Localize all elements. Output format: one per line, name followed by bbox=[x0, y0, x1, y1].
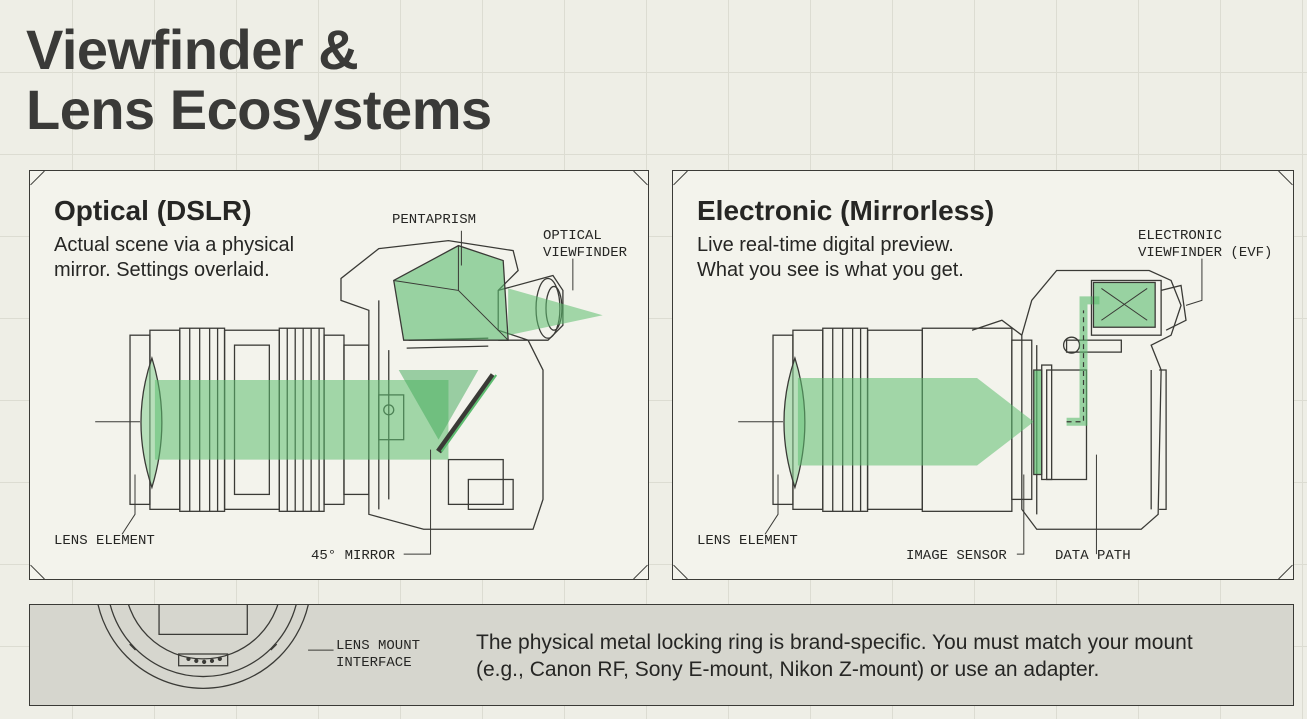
data-path-trace bbox=[1066, 296, 1100, 426]
optical-description: Actual scene via a physical mirror. Sett… bbox=[54, 233, 374, 283]
optical-viewfinder-label-line-2: VIEWFINDER bbox=[543, 245, 628, 261]
image-sensor-shape bbox=[1033, 369, 1043, 476]
optical-heading: Optical (DSLR) bbox=[54, 195, 252, 226]
dslr-lens-element-label: LENS ELEMENT bbox=[54, 533, 155, 549]
mirrorless-camera-diagram bbox=[673, 171, 1293, 579]
pentaprism-shape bbox=[393, 244, 509, 341]
lens-mount-note: The physical metal locking ring is brand… bbox=[476, 629, 1266, 683]
image-sensor-label: IMAGE SENSOR bbox=[906, 548, 1007, 564]
optical-desc-line-2: mirror. Settings overlaid. bbox=[54, 259, 270, 281]
lens-mount-label-line-1: LENS MOUNT bbox=[336, 638, 421, 654]
evf-label-line-1: ELECTRONIC bbox=[1138, 228, 1223, 244]
lens-mount-label-line-2: INTERFACE bbox=[336, 655, 412, 671]
optical-desc-line-1: Actual scene via a physical bbox=[54, 234, 295, 256]
dslr-light-path bbox=[154, 379, 449, 460]
lens-mount-diagram bbox=[97, 605, 334, 689]
lens-mount-label: LENS MOUNT INTERFACE bbox=[336, 638, 420, 672]
title-line-1: Viewfinder & bbox=[26, 18, 359, 81]
mirror-45-line bbox=[436, 373, 496, 454]
lens-mount-note-line-1: The physical metal locking ring is brand… bbox=[476, 631, 1193, 654]
dslr-camera-diagram bbox=[30, 171, 648, 579]
mirrorless-lens-element-label: LENS ELEMENT bbox=[697, 533, 798, 549]
page-title: Viewfinder & Lens Ecosystems bbox=[26, 20, 492, 140]
optical-viewfinder-label-line-1: OPTICAL bbox=[543, 228, 602, 244]
evf-label-line-2: VIEWFINDER (EVF) bbox=[1138, 245, 1273, 261]
optical-viewfinder-label: OPTICAL VIEWFINDER bbox=[543, 228, 627, 262]
electronic-description: Live real-time digital preview. What you… bbox=[697, 233, 1017, 283]
lens-mount-ring bbox=[97, 605, 309, 689]
optical-viewfinder-beam bbox=[508, 288, 603, 336]
evf-label: ELECTRONIC VIEWFINDER (EVF) bbox=[1138, 228, 1272, 262]
data-path-label: DATA PATH bbox=[1055, 548, 1131, 564]
mirror-label: 45° MIRROR bbox=[311, 548, 396, 564]
lens-mount-bar: LENS MOUNT INTERFACE The physical metal … bbox=[29, 604, 1294, 706]
pentaprism-label: PENTAPRISM bbox=[392, 212, 477, 228]
optical-dslr-panel: Optical (DSLR) Actual scene via a physic… bbox=[29, 170, 649, 580]
mirrorless-light-path bbox=[797, 377, 1034, 466]
lens-mount-note-line-2: (e.g., Canon RF, Sony E-mount, Nikon Z-m… bbox=[476, 658, 1100, 681]
electronic-desc-line-2: What you see is what you get. bbox=[697, 259, 964, 281]
title-line-2: Lens Ecosystems bbox=[26, 78, 492, 141]
electronic-desc-line-1: Live real-time digital preview. bbox=[697, 234, 954, 256]
electronic-heading: Electronic (Mirrorless) bbox=[697, 195, 995, 226]
electronic-mirrorless-panel: Electronic (Mirrorless) Live real-time d… bbox=[672, 170, 1294, 580]
